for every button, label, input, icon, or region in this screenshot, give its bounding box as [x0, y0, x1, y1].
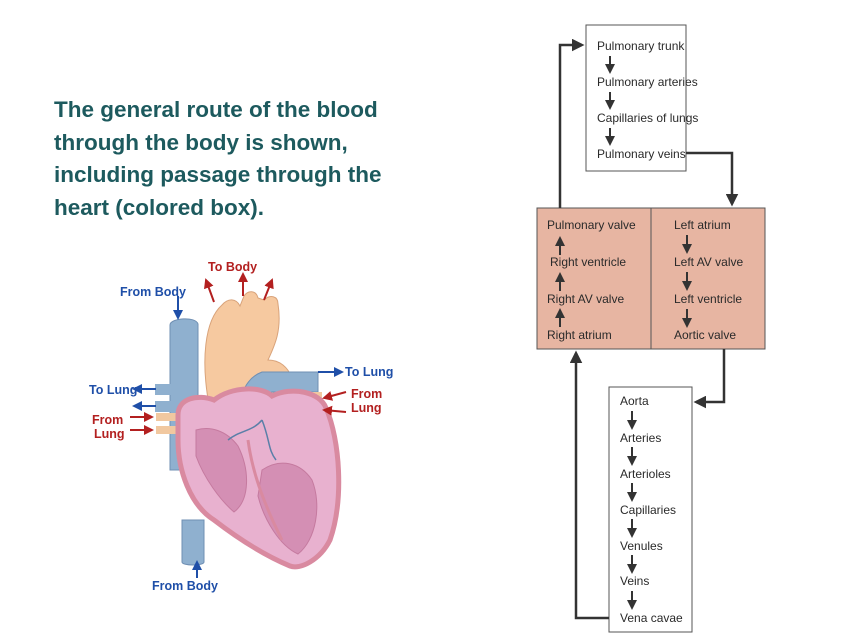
to-body-arrow — [204, 278, 215, 303]
heart-chamber — [195, 428, 248, 513]
caption-line: through the body is shown, — [54, 129, 348, 155]
from-lung-right-arrow — [322, 405, 347, 416]
flow-item: Pulmonary valve — [547, 218, 636, 232]
lungs-box — [585, 24, 687, 172]
pulmonary-vein-stub — [156, 413, 176, 421]
label-from-body-bottom: From Body — [152, 579, 218, 593]
label-from-lung-left: Lung — [94, 427, 125, 441]
coronary-vessel — [227, 419, 277, 461]
caption: The general route of the blood through t… — [54, 94, 464, 224]
label-to-lung-left: To Lung — [89, 383, 137, 397]
connector-veins-to-atrium — [686, 151, 739, 207]
flow-item: Capillaries — [620, 503, 676, 517]
heart-drawing — [155, 291, 342, 570]
label-to-body: To Body — [208, 260, 257, 274]
flow-item: Left AV valve — [674, 255, 743, 269]
caption-line: heart (colored box). — [54, 194, 265, 220]
flow-item: Right ventricle — [550, 255, 626, 269]
flow-item: Pulmonary trunk — [597, 39, 685, 53]
from-lung-right-arrow — [322, 391, 347, 401]
caption-line: The general route of the blood — [54, 97, 378, 122]
flow-item: Aorta — [620, 394, 649, 408]
label-from-lung-right: From — [351, 387, 382, 401]
connector-aortic-to-aorta — [693, 349, 726, 409]
label-from-body-top: From Body — [120, 285, 186, 299]
to-body-arrow — [263, 278, 274, 301]
flow-arrows — [130, 272, 347, 578]
flow-item: Right AV valve — [547, 292, 624, 306]
pulmonary-branch — [155, 384, 177, 395]
pulmonary-vein-stub — [156, 426, 176, 434]
connector-cavae-to-atrium — [569, 350, 609, 620]
flow-item: Arterioles — [620, 467, 671, 481]
pulmonary-branch — [155, 401, 177, 412]
flow-item: Arteries — [620, 431, 661, 445]
septum — [246, 439, 284, 541]
flow-item: Left ventricle — [674, 292, 742, 306]
label-from-lung-right: Lung — [351, 401, 382, 415]
flow-item: Vena cavae — [620, 611, 683, 625]
label-to-lung-right: To Lung — [345, 365, 393, 379]
flow-item: Right atrium — [547, 328, 612, 342]
flow-item: Pulmonary veins — [597, 147, 686, 161]
flow-item: Aortic valve — [674, 328, 736, 342]
flow-item: Pulmonary arteries — [597, 75, 698, 89]
flow-item: Veins — [620, 574, 649, 588]
caption-line: including passage through the — [54, 162, 382, 187]
label-from-lung-left: From — [92, 413, 123, 427]
systemic-box — [608, 386, 693, 633]
flow-item: Capillaries of lungs — [597, 111, 698, 125]
connector-valve-to-trunk — [558, 38, 585, 208]
flow-item: Left atrium — [674, 218, 731, 232]
flow-item: Venules — [620, 539, 663, 553]
heart-chamber — [257, 462, 318, 555]
